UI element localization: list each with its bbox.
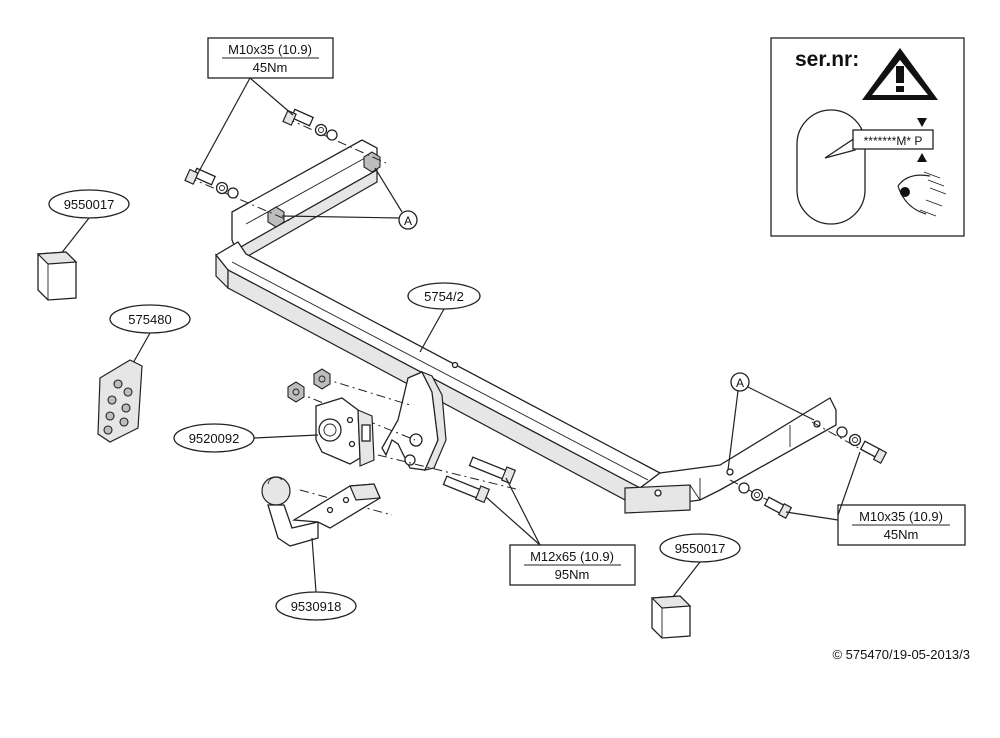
serial-number-box: ser.nr: *******M* P bbox=[770, 37, 965, 237]
svg-text:A: A bbox=[736, 376, 744, 390]
spacer-9550017-bottom: 9550017 bbox=[650, 533, 741, 639]
tow-ball-9530918: 9530918 bbox=[261, 476, 393, 621]
ball-mount-bracket-9520092: 9520092 bbox=[173, 368, 416, 467]
serial-tab-outline bbox=[796, 109, 866, 225]
spec-box-top-left: M10x35 (10.9) 45Nm bbox=[196, 37, 334, 176]
bolt-set-top-left bbox=[184, 108, 387, 223]
svg-text:5754/2: 5754/2 bbox=[424, 289, 464, 304]
spec-top-left-bolt: M10x35 (10.9) bbox=[228, 42, 312, 57]
spec-center-torque: 95Nm bbox=[555, 567, 590, 582]
svg-text:9550017: 9550017 bbox=[64, 197, 115, 212]
spec-center-bolt: M12x65 (10.9) bbox=[530, 549, 614, 564]
svg-text:A: A bbox=[404, 214, 412, 228]
eye-icon bbox=[897, 171, 947, 217]
copyright-text: © 575470/19-05-2013/3 bbox=[832, 647, 970, 662]
svg-text:9520092: 9520092 bbox=[189, 431, 240, 446]
electrical-plate-575480: 575480 bbox=[97, 304, 191, 443]
spacer-9550017-left: 9550017 bbox=[36, 189, 130, 301]
serial-title: ser.nr: bbox=[795, 48, 859, 71]
callout-5754-2: 5754/2 bbox=[407, 282, 481, 353]
svg-text:9550017: 9550017 bbox=[675, 541, 726, 556]
serial-code: *******M* P bbox=[864, 134, 923, 148]
svg-text:575480: 575480 bbox=[128, 312, 171, 327]
marker-a-right: A bbox=[727, 372, 815, 471]
spec-right-bolt: M10x35 (10.9) bbox=[859, 509, 943, 524]
marker-a-top: A bbox=[281, 167, 418, 230]
spec-top-left-torque: 45Nm bbox=[253, 60, 288, 75]
crossbar-nut-left bbox=[267, 206, 285, 228]
warning-triangle-icon bbox=[862, 48, 938, 100]
crossbar-nut-right bbox=[363, 151, 381, 173]
crossbar-5754-2 bbox=[215, 139, 837, 514]
svg-text:9530918: 9530918 bbox=[291, 599, 342, 614]
bolt-set-right: M10x35 (10.9) 45Nm bbox=[729, 421, 966, 546]
spec-right-torque: 45Nm bbox=[884, 527, 919, 542]
bolt-set-center: M12x65 (10.9) 95Nm bbox=[377, 454, 636, 586]
